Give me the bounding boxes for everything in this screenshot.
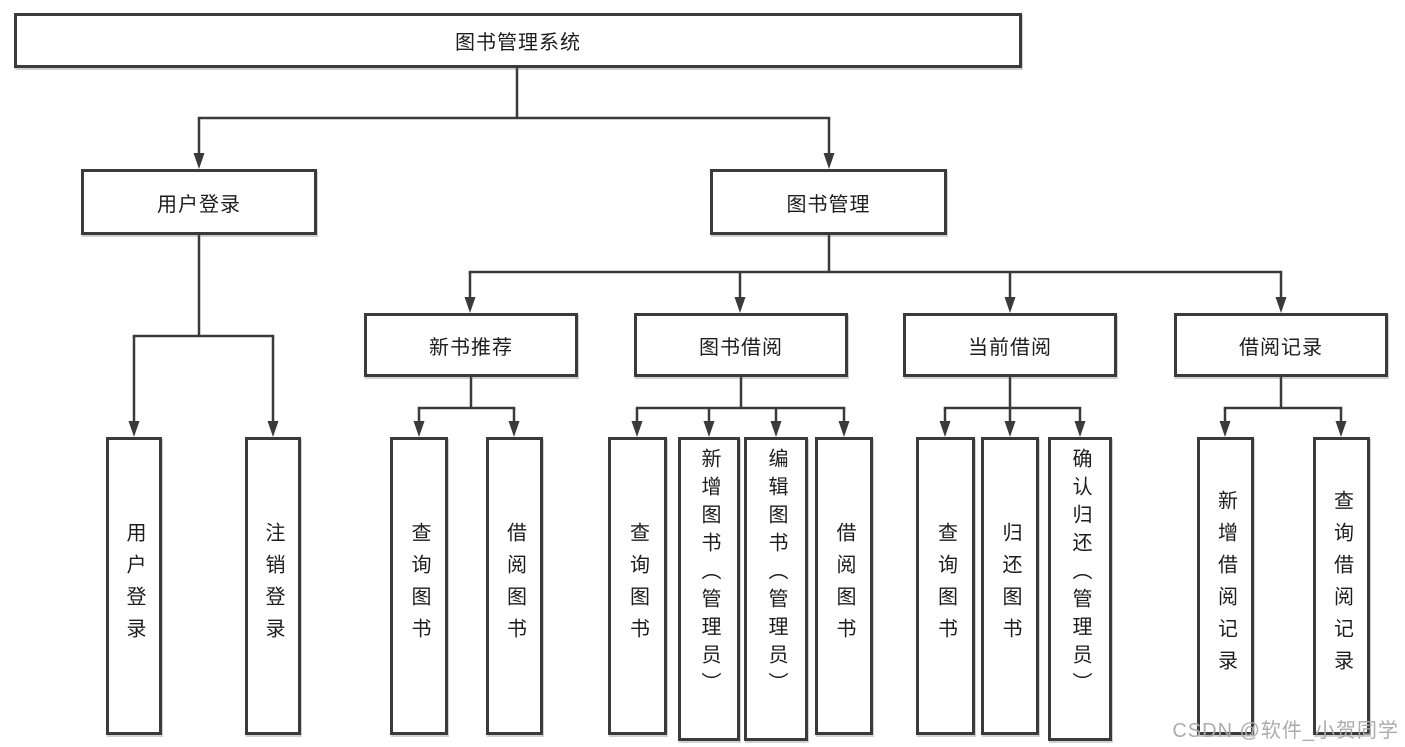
node-borrowing-records: 借阅记录: [1174, 313, 1388, 377]
leaf-return-books-label: 归还图书: [999, 522, 1021, 650]
leaf-borrow-books-borrowing-label: 借阅图书: [833, 522, 855, 650]
leaf-confirm-return-admin: 确认归还（管理员）: [1048, 437, 1112, 741]
leaf-borrow-books-recommend: 借阅图书: [486, 437, 543, 735]
leaf-borrow-books-recommend-label: 借阅图书: [503, 522, 526, 650]
node-library-system: 图书管理系统: [14, 13, 1022, 68]
leaf-query-books-borrowing: 查询图书: [608, 437, 667, 735]
leaf-add-borrow-record: 新增借阅记录: [1197, 437, 1254, 735]
leaf-query-books-recommend-label: 查询图书: [408, 522, 430, 650]
leaf-logout-login-label: 注销登录: [262, 522, 284, 650]
node-book-management-label: 图书管理: [786, 193, 871, 216]
leaf-logout-login: 注销登录: [245, 437, 301, 735]
leaf-borrow-books-borrowing: 借阅图书: [815, 437, 873, 735]
node-user-login-group: 用户登录: [81, 169, 317, 235]
leaf-add-book-admin-label: 新增图书（管理员）: [698, 448, 720, 700]
leaf-add-borrow-record-label: 新增借阅记录: [1214, 490, 1237, 682]
node-new-book-recommend-label: 新书推荐: [429, 336, 513, 359]
leaf-edit-book-admin-label: 编辑图书（管理员）: [765, 448, 787, 700]
node-current-borrowing: 当前借阅: [903, 313, 1117, 377]
arrowheads: [128, 153, 1347, 437]
leaf-add-book-admin: 新增图书（管理员）: [678, 437, 740, 741]
node-current-borrowing-label: 当前借阅: [968, 336, 1052, 359]
leaf-query-borrow-record-label: 查询借阅记录: [1330, 490, 1353, 682]
csdn-watermark: CSDN @软件_小贺同学: [1172, 720, 1399, 742]
leaf-user-login: 用户登录: [106, 437, 162, 735]
leaf-query-books-current-label: 查询图书: [934, 522, 957, 650]
leaf-edit-book-admin: 编辑图书（管理员）: [744, 437, 808, 741]
leaf-query-books-current: 查询图书: [916, 437, 975, 735]
node-book-borrowing: 图书借阅: [634, 313, 848, 377]
node-borrowing-records-label: 借阅记录: [1239, 336, 1323, 359]
node-book-management: 图书管理: [710, 169, 947, 235]
leaf-query-borrow-record: 查询借阅记录: [1313, 437, 1370, 735]
leaf-query-books-recommend: 查询图书: [390, 437, 448, 735]
leaf-confirm-return-admin-label: 确认归还（管理员）: [1069, 448, 1091, 700]
node-library-system-label: 图书管理系统: [455, 32, 581, 54]
node-new-book-recommend: 新书推荐: [364, 313, 578, 377]
leaf-return-books: 归还图书: [981, 437, 1039, 735]
node-book-borrowing-label: 图书借阅: [699, 336, 783, 359]
leaf-query-books-borrowing-label: 查询图书: [626, 522, 649, 650]
node-user-login-group-label: 用户登录: [157, 193, 241, 216]
leaf-user-login-label: 用户登录: [123, 522, 145, 650]
